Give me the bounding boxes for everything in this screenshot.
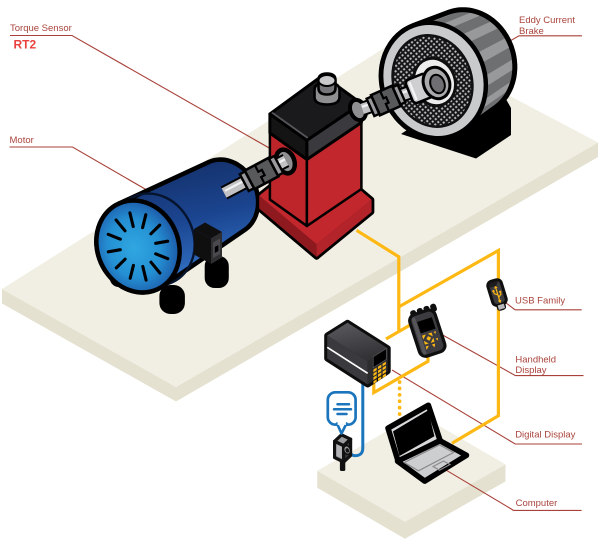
svg-text:Brake: Brake xyxy=(519,26,544,37)
svg-text:USB Family: USB Family xyxy=(515,296,565,307)
svg-text:Handheld: Handheld xyxy=(515,354,556,365)
svg-text:Display: Display xyxy=(515,365,546,376)
svg-text:Motor: Motor xyxy=(10,135,34,146)
svg-text:Torque Sensor: Torque Sensor xyxy=(10,23,72,34)
svg-text:Computer: Computer xyxy=(516,498,558,509)
svg-text:RT2: RT2 xyxy=(14,38,37,52)
svg-text:Eddy Current: Eddy Current xyxy=(519,15,575,26)
svg-text:Digital Display: Digital Display xyxy=(515,430,575,441)
